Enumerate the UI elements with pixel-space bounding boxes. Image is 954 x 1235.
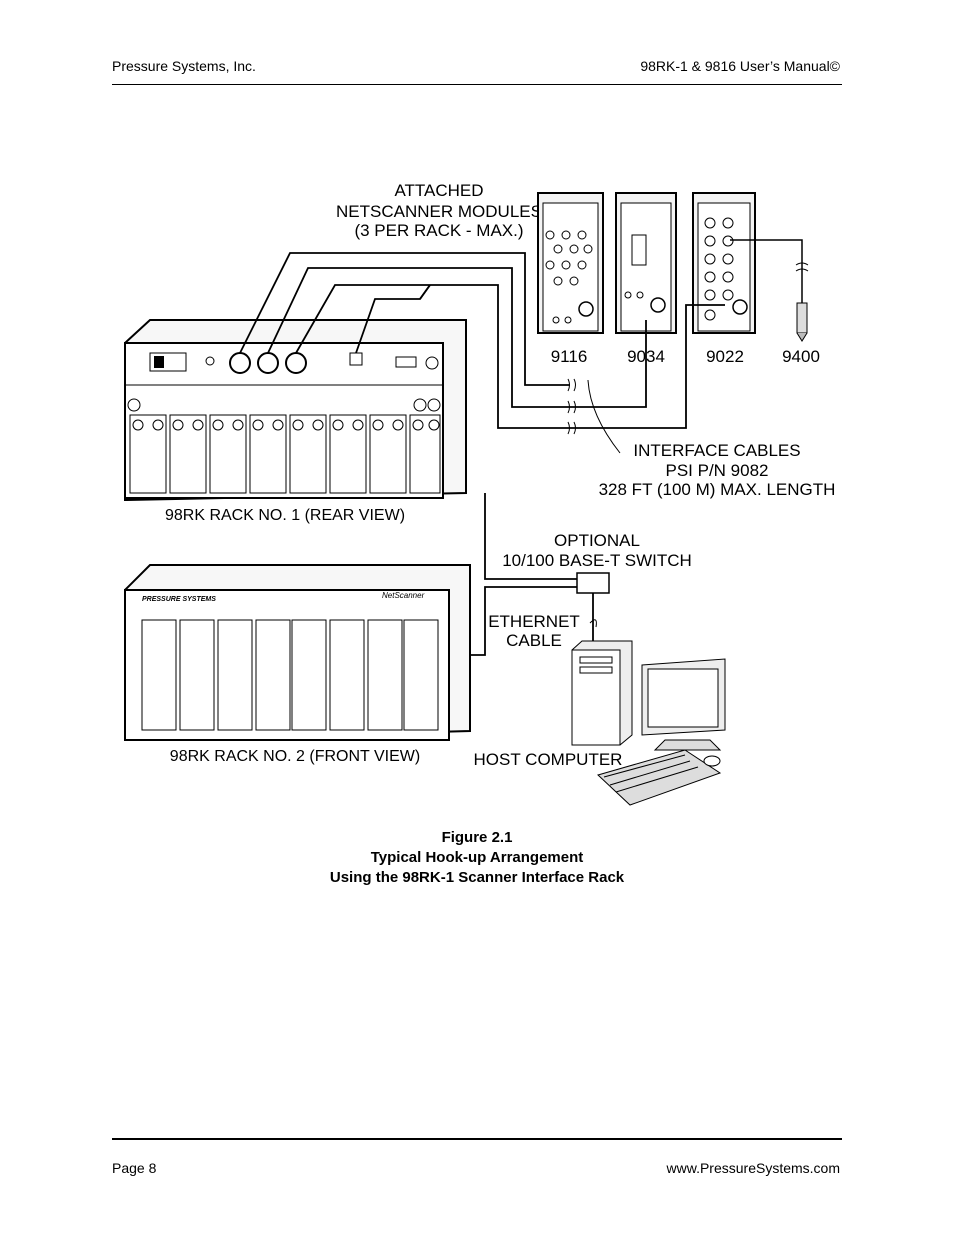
label-optional: OPTIONAL [554, 531, 640, 550]
footer-website[interactable]: www.PressureSystems.com [666, 1160, 840, 1176]
label-attached: ATTACHED [394, 181, 483, 200]
interface-cables [239, 252, 725, 429]
cables-callout [587, 379, 621, 454]
rack2-brand: PRESSURE SYSTEMS [142, 596, 216, 603]
caption-title: Typical Hook-up Arrangement [370, 849, 584, 866]
label-interface-cables: INTERFACE CABLES [633, 441, 800, 460]
ethernet-switch [576, 572, 610, 594]
label-max-length: 328 FT (100 M) MAX. LENGTH [599, 480, 836, 499]
module-label-9400: 9400 [782, 347, 820, 366]
sensor-9400 [730, 239, 809, 342]
cable-switch-rack2 [465, 586, 577, 656]
cable-break-marks [567, 378, 576, 435]
host-label: HOST COMPUTER [474, 750, 623, 769]
label-netscanner-modules: NETSCANNER MODULES [336, 202, 542, 221]
module-9116 [537, 192, 604, 334]
header-rule [112, 84, 842, 85]
label-cable: CABLE [506, 631, 562, 650]
rack1-label: 98RK RACK NO. 1 (REAR VIEW) [165, 507, 405, 524]
module-label-9022: 9022 [706, 347, 744, 366]
rack2-label: 98RK RACK NO. 2 (FRONT VIEW) [170, 748, 420, 765]
label-switch: 10/100 BASE-T SWITCH [502, 551, 692, 570]
rack1-rear [124, 319, 467, 502]
figure-caption: Figure 2.1 Typical Hook-up Arrangement U… [0, 828, 954, 888]
switch-label: OPTIONAL 10/100 BASE-T SWITCH [502, 531, 692, 570]
footer-rule [112, 1138, 842, 1140]
footer-page-number: Page 8 [112, 1160, 157, 1176]
header-manual-title: 98RK-1 & 9816 User’s Manual© [640, 58, 840, 74]
header-company: Pressure Systems, Inc. [112, 58, 256, 74]
caption-figure-number: Figure 2.1 [441, 829, 513, 846]
module-labels: 9116 9034 9022 9400 [551, 347, 820, 366]
cables-label: INTERFACE CABLES PSI P/N 9082 328 FT (10… [599, 441, 836, 499]
rack2-logo: NetScanner [382, 591, 425, 600]
hookup-diagram: ATTACHED NETSCANNER MODULES (3 PER RACK … [124, 181, 836, 806]
module-9034 [615, 192, 677, 334]
label-part-number: PSI P/N 9082 [665, 461, 768, 480]
label-per-rack: (3 PER RACK - MAX.) [354, 221, 523, 240]
label-ethernet: ETHERNET [488, 612, 580, 631]
cable-rack1-switch [484, 493, 577, 580]
caption-subtitle: Using the 98RK-1 Scanner Interface Rack [329, 869, 625, 886]
attached-modules-label: ATTACHED NETSCANNER MODULES (3 PER RACK … [336, 181, 542, 240]
module-9022 [692, 192, 756, 334]
host-computer [571, 640, 726, 806]
rack2-front: PRESSURE SYSTEMS NetScanner [124, 564, 471, 742]
module-label-9116: 9116 [551, 347, 588, 366]
ethernet-label: ETHERNET CABLE [488, 612, 580, 650]
